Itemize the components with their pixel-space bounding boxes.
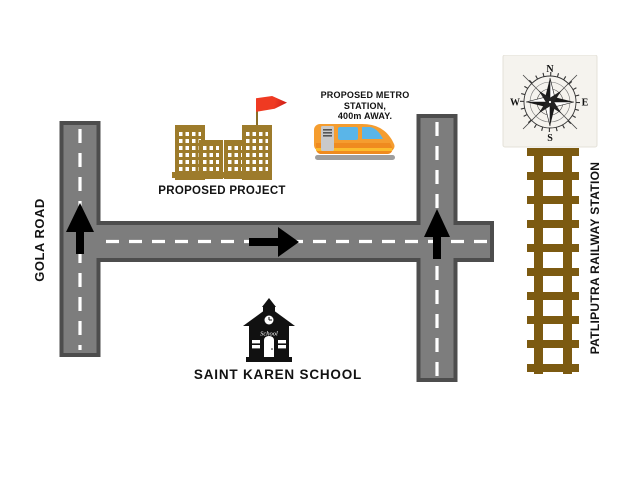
rail-left	[534, 148, 543, 374]
saint-karen-school-label: SAINT KAREN SCHOOL	[193, 367, 363, 382]
schoolhouse-icon: School	[243, 298, 295, 362]
gola-road-label: GOLA ROAD	[32, 198, 47, 282]
metro-station-label: PROPOSED METRO STATION, 400m AWAY.	[300, 90, 430, 122]
flag-pole	[256, 103, 258, 127]
buildings-base	[172, 172, 268, 178]
compass-north-letter: N	[546, 64, 554, 75]
north-arrow-gola-road	[66, 203, 94, 254]
north-arrow-cross-road	[424, 209, 450, 259]
tower-4	[242, 125, 272, 180]
railway-track-icon	[527, 148, 579, 374]
train-icon	[314, 124, 395, 160]
patliputra-railway-station-label: PATLIPUTRA RAILWAY STATION	[588, 161, 602, 355]
metro-station-label-line1: PROPOSED METRO STATION,	[320, 90, 410, 111]
school-sign-text: School	[260, 331, 278, 338]
proposed-project-label: PROPOSED PROJECT	[158, 185, 286, 197]
compass-rose-icon: N S W E	[502, 55, 598, 148]
tower-2	[199, 140, 223, 179]
rail-right	[563, 148, 572, 374]
compass-south-letter: S	[547, 133, 553, 144]
proposed-project-buildings-icon	[172, 95, 287, 183]
tower-1	[175, 125, 205, 180]
metro-station-label-line2: 400m AWAY.	[337, 111, 393, 121]
east-arrow-main-road	[249, 227, 299, 257]
compass-west-letter: W	[510, 98, 520, 109]
compass-east-letter: E	[582, 98, 589, 109]
